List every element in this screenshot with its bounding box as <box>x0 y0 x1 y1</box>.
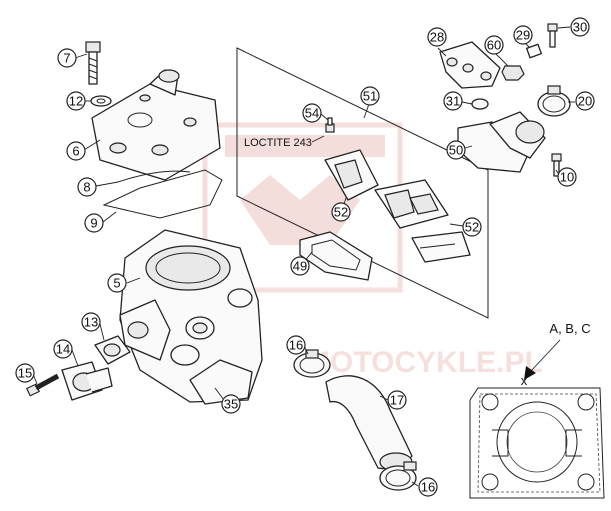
callout-29: 29 <box>513 25 533 45</box>
callout-31: 31 <box>443 91 463 111</box>
svg-text:51: 51 <box>363 89 377 104</box>
watermark-text: MOTOCYKLE.PL <box>305 346 543 379</box>
svg-text:31: 31 <box>446 94 460 109</box>
part-31-washer <box>471 98 489 110</box>
callout-49: 49 <box>290 256 310 276</box>
callout-15: 15 <box>15 363 35 383</box>
part-28-bracket <box>439 41 501 89</box>
part-8-ring-gasket <box>117 170 191 183</box>
callout-54: 54 <box>302 103 322 123</box>
svg-text:17: 17 <box>390 393 404 408</box>
svg-text:28: 28 <box>430 30 444 45</box>
part-17-hose <box>325 375 413 472</box>
callout-13: 13 <box>81 312 101 332</box>
part-30-bolt <box>547 23 558 48</box>
part-29-spacer <box>526 43 542 59</box>
part-6-cylinder-head <box>91 69 221 181</box>
part-54-screw <box>325 117 335 133</box>
watermark-logo <box>202 122 403 293</box>
callout-60: 60 <box>484 35 504 55</box>
svg-text:16: 16 <box>289 338 303 353</box>
svg-text:50: 50 <box>449 143 463 158</box>
callout-9: 9 <box>84 213 104 233</box>
part-9-head-gasket <box>102 169 223 219</box>
reference-mark-x: x <box>521 373 528 388</box>
svg-text:14: 14 <box>56 342 70 357</box>
callout-35: 35 <box>221 394 241 414</box>
callout-16-upper: 16 <box>286 335 306 355</box>
part-50-intake-manifold <box>457 111 546 173</box>
part-12-washer <box>90 95 112 107</box>
svg-text:8: 8 <box>83 180 90 195</box>
part-14-exhaust-flange <box>61 361 113 401</box>
svg-text:15: 15 <box>18 366 32 381</box>
part-60-nut <box>501 65 525 81</box>
svg-text:7: 7 <box>63 51 70 66</box>
svg-text:35: 35 <box>224 397 238 412</box>
callout-7: 7 <box>57 48 77 68</box>
svg-text:60: 60 <box>487 38 501 53</box>
callout-14: 14 <box>53 339 73 359</box>
svg-text:5: 5 <box>113 276 120 291</box>
callout-6: 6 <box>66 141 86 161</box>
callout-28: 28 <box>427 27 447 47</box>
callout-52-left: 52 <box>331 202 351 222</box>
callout-bubbles: 7 12 6 8 9 5 13 14 15 35 54 51 52 52 49 … <box>15 17 595 497</box>
part-5-cylinder <box>119 229 263 405</box>
part-49-reed-gasket <box>299 231 373 281</box>
svg-text:30: 30 <box>573 20 587 35</box>
svg-text:12: 12 <box>69 94 83 109</box>
part-10-bolt <box>551 153 562 177</box>
part-16-clamp-upper <box>293 349 331 378</box>
callout-5: 5 <box>107 273 127 293</box>
cylinder-base-reference-view <box>469 387 605 499</box>
svg-text:52: 52 <box>465 220 479 235</box>
reference-arrow <box>529 339 561 373</box>
svg-text:10: 10 <box>560 170 574 185</box>
callout-8: 8 <box>77 177 97 197</box>
callout-50: 50 <box>446 140 466 160</box>
callout-30: 30 <box>570 17 590 37</box>
reed-valve-group-frame <box>236 47 489 319</box>
svg-text:49: 49 <box>293 259 307 274</box>
part-20-hose-clamp <box>537 85 571 117</box>
loctite-note: LOCTITE 243 <box>244 137 312 149</box>
part-13-exhaust-gasket <box>94 335 131 365</box>
callout-10: 10 <box>557 167 577 187</box>
part-15-bolt <box>25 373 60 397</box>
part-52-reed-block-right <box>374 179 471 263</box>
svg-text:52: 52 <box>334 205 348 220</box>
svg-text:6: 6 <box>72 144 79 159</box>
svg-text:13: 13 <box>84 315 98 330</box>
part-16-clamp-lower <box>379 461 417 491</box>
callout-51: 51 <box>360 86 380 106</box>
svg-text:9: 9 <box>90 216 97 231</box>
svg-text:20: 20 <box>578 94 592 109</box>
callout-12: 12 <box>66 91 86 111</box>
reference-label-abc: A, B, C <box>549 321 590 336</box>
svg-text:16: 16 <box>421 480 435 495</box>
part-7-bolt <box>85 41 101 85</box>
svg-text:54: 54 <box>305 106 319 121</box>
callout-17: 17 <box>387 390 407 410</box>
svg-text:29: 29 <box>516 28 530 43</box>
callout-52-right: 52 <box>462 217 482 237</box>
callout-20: 20 <box>575 91 595 111</box>
part-52-reed-block-left <box>324 149 379 201</box>
callout-16-lower: 16 <box>418 477 438 497</box>
